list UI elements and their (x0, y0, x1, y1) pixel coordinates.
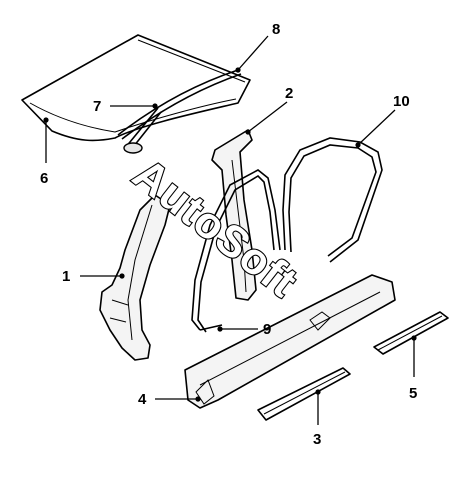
front-door-seal (191, 169, 281, 333)
callout-label: 6 (40, 170, 48, 187)
callout-label: 2 (285, 85, 293, 102)
roof-moulding (117, 69, 242, 140)
callout-8: 8 (235, 21, 280, 73)
center-pillar (211, 129, 257, 301)
rear-door-seal (282, 137, 383, 263)
callout-label: 10 (393, 93, 410, 110)
callout-7: 7 (93, 98, 158, 115)
callout-label: 7 (93, 98, 101, 115)
sill-trim-front (257, 367, 351, 421)
callout-6: 6 (40, 117, 49, 187)
callout-label: 4 (138, 391, 147, 408)
front-pillar (99, 194, 171, 361)
callout-10: 10 (355, 93, 410, 148)
roof-panel (21, 34, 251, 142)
sill-trim-rear (373, 311, 449, 355)
callout-2: 2 (245, 85, 293, 135)
roof-seal (123, 107, 162, 154)
callout-label: 3 (313, 431, 321, 448)
callout-4: 4 (138, 391, 201, 408)
callout-9: 9 (217, 321, 271, 338)
rocker-panel (184, 274, 396, 409)
callout-label: 9 (263, 321, 271, 338)
callout-label: 8 (272, 21, 280, 38)
callout-label: 5 (409, 385, 417, 402)
callout-3: 3 (313, 389, 321, 448)
callout-1: 1 (62, 268, 125, 285)
callout-5: 5 (409, 335, 417, 402)
callout-label: 1 (62, 268, 70, 285)
